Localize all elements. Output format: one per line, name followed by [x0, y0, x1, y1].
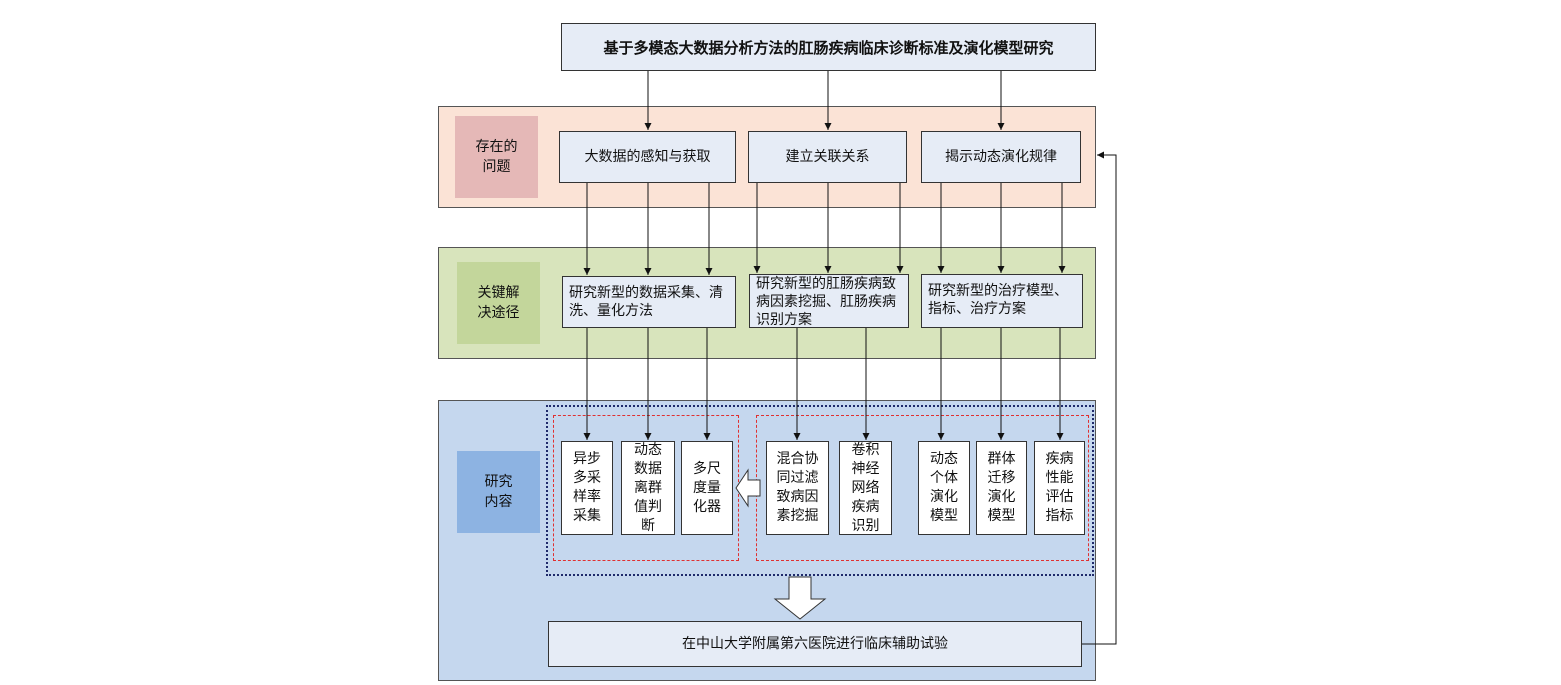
content-box-multiscale-quantizer: 多尺 度量 化器: [681, 441, 733, 535]
content-box-outlier-detection: 动态 数据 离群 值判 断: [621, 441, 675, 535]
diagram-title: 基于多模态大数据分析方法的肛肠疾病临床诊断标准及演化模型研究: [561, 23, 1096, 71]
content-box-async-sampling: 异步 多采 样率 采集: [561, 441, 613, 535]
content-box-performance-index: 疾病 性能 评估 指标: [1034, 441, 1085, 535]
content-row-label: 研究 内容: [457, 451, 540, 533]
solution-row-label: 关键解 决途径: [457, 262, 540, 344]
content-box-cnn-recognition: 卷积 神经 网络 疾病 识别: [839, 441, 892, 535]
problem-box-acquisition: 大数据的感知与获取: [559, 131, 736, 183]
solution-box-factor-mining: 研究新型的肛肠疾病致病因素挖掘、肛肠疾病识别方案: [749, 274, 909, 328]
solution-box-data-method: 研究新型的数据采集、清洗、量化方法: [562, 276, 736, 328]
problem-box-correlation: 建立关联关系: [748, 131, 907, 183]
content-box-collaborative-filtering: 混合协 同过滤 致病因 素挖掘: [766, 441, 829, 535]
problem-box-evolution: 揭示动态演化规律: [921, 131, 1081, 183]
problem-row-label: 存在的 问题: [455, 116, 538, 198]
content-box-group-model: 群体 迁移 演化 模型: [976, 441, 1027, 535]
solution-box-treatment: 研究新型的治疗模型、指标、治疗方案: [921, 274, 1083, 328]
clinical-trial-box: 在中山大学附属第六医院进行临床辅助试验: [548, 621, 1082, 667]
content-box-individual-model: 动态 个体 演化 模型: [918, 441, 970, 535]
